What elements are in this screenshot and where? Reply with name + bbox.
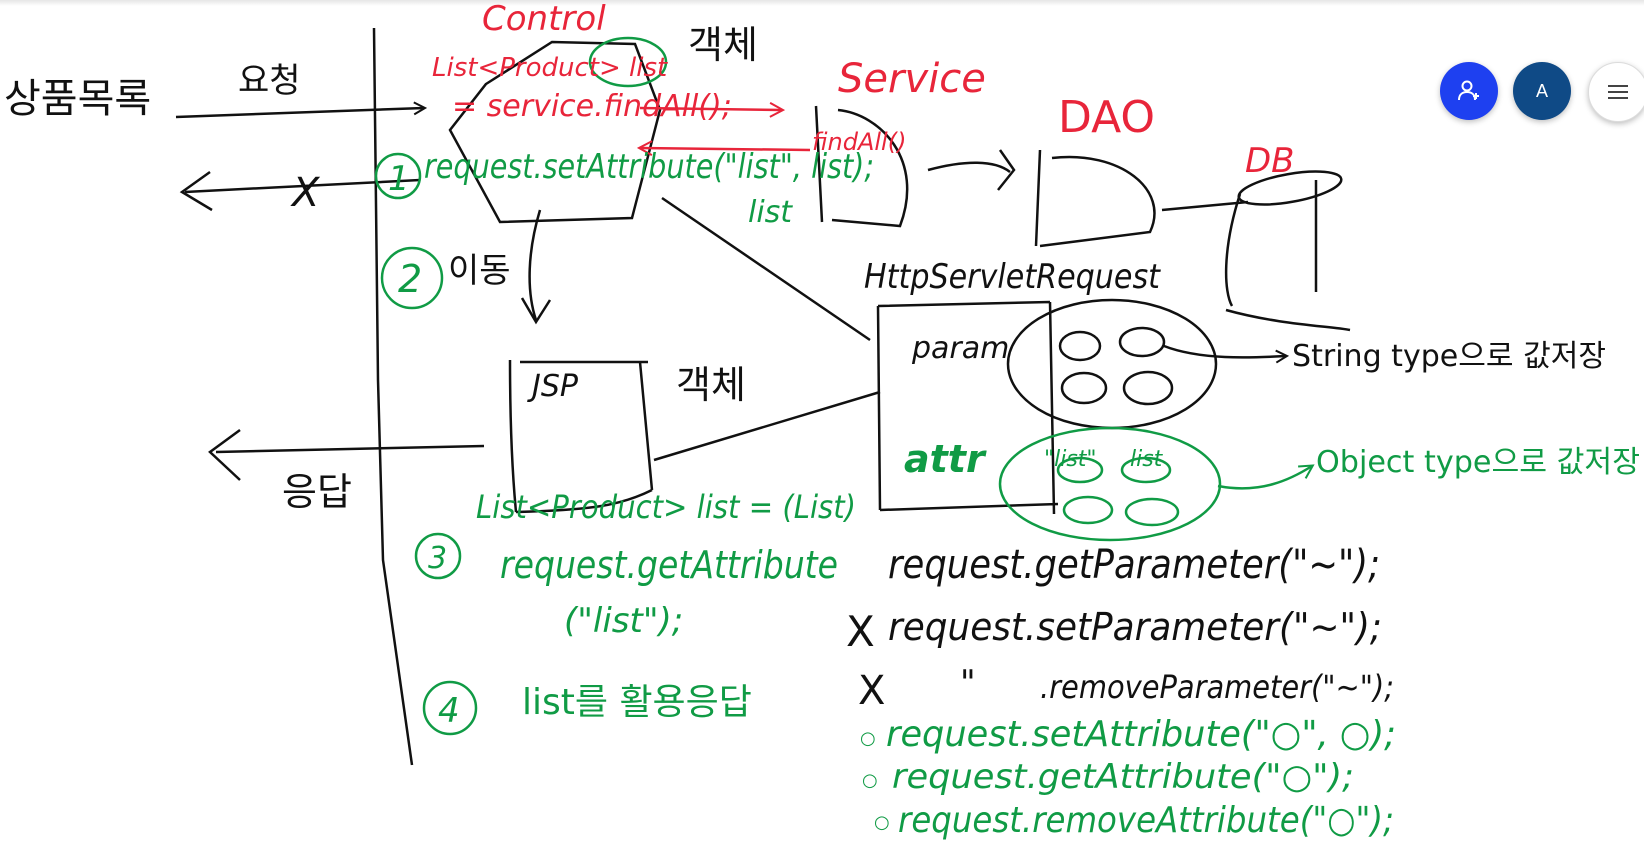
api-remove-parameter: .removeParameter("~"); xyxy=(1040,668,1394,706)
service-method: findAll() xyxy=(812,128,906,156)
control-to-request-line xyxy=(661,196,871,342)
step-2-number: 2 xyxy=(398,257,422,301)
service-title: Service xyxy=(838,56,986,102)
api-get-attribute-bullet: ○ xyxy=(862,770,878,791)
param-item-1b xyxy=(1118,326,1166,358)
api-set-attribute-bullet: ○ xyxy=(860,728,876,749)
api-set-parameter: request.setParameter("~"); xyxy=(888,605,1382,649)
step-4-text: list를 활용응답 xyxy=(522,682,752,723)
attr-label: attr xyxy=(904,437,987,481)
step-3-text-b: request.getAttribute xyxy=(500,543,838,587)
service-shape xyxy=(814,105,909,228)
jsp-box xyxy=(508,359,654,514)
service-list-label: list xyxy=(748,195,793,230)
service-to-dao-arrowhead xyxy=(997,149,1016,191)
api-remove-attribute: request.removeAttribute("○"); xyxy=(898,800,1394,841)
blocked-return-arrowhead xyxy=(179,170,213,212)
api-set-parameter-mark: X xyxy=(846,607,875,656)
param-note-arrow xyxy=(1163,344,1286,357)
step-1-number: 1 xyxy=(388,159,410,199)
dao-to-db-line xyxy=(1161,200,1249,212)
step-3-number: 3 xyxy=(428,541,447,576)
attr-note: Object type으로 값저장 xyxy=(1316,445,1640,480)
control-object-label: 객체 xyxy=(688,23,758,67)
attr-item-1a xyxy=(1056,456,1104,484)
control-title: Control xyxy=(482,0,606,39)
jsp-to-request-line xyxy=(653,390,881,462)
control-object-shape xyxy=(448,40,662,224)
step-1-circle xyxy=(374,152,422,200)
find-all-return-arrow xyxy=(640,148,811,150)
step-3-circle xyxy=(414,532,462,580)
control-to-jsp-arrowhead xyxy=(520,297,552,325)
step-1-text: request.setAttribute("list", list); xyxy=(424,147,874,187)
avatar-initial: A xyxy=(1535,80,1548,101)
dao-shape xyxy=(1034,149,1156,248)
user-avatar-button[interactable]: A xyxy=(1513,62,1571,120)
attr-item-2a xyxy=(1062,495,1114,525)
menu-button[interactable] xyxy=(1588,62,1644,122)
api-get-parameter: request.getParameter("~"); xyxy=(888,542,1380,588)
api-set-attribute: request.setAttribute("○", ○); xyxy=(886,714,1396,755)
param-label: param xyxy=(911,331,1009,366)
top-shadow xyxy=(0,0,1644,6)
product-list-label: 상품목록 xyxy=(4,76,151,122)
step-3-text-c: ("list"); xyxy=(564,601,683,641)
attr-item-2b xyxy=(1124,497,1180,527)
response-label: 응답 xyxy=(282,470,352,514)
control-to-jsp-arrow xyxy=(528,209,542,321)
attr-item-1b xyxy=(1120,456,1172,484)
response-arrowhead xyxy=(208,428,241,481)
jsp-title: JSP xyxy=(527,369,579,404)
blocked-return-arrow xyxy=(184,178,421,194)
step-2-text: 이동 xyxy=(448,251,511,291)
control-line1: List<Product> list xyxy=(432,53,668,83)
step-2-circle xyxy=(380,246,444,310)
api-remove-attribute-bullet: ○ xyxy=(874,812,890,833)
blocked-x-mark: X xyxy=(290,170,321,216)
person-plus-icon xyxy=(1458,80,1479,101)
param-item-1a xyxy=(1058,330,1102,362)
step-4-circle xyxy=(422,680,478,736)
list-highlight-circle xyxy=(588,36,668,88)
db-body xyxy=(1224,180,1351,332)
attr-bubble xyxy=(998,426,1222,542)
request-arrow xyxy=(175,108,424,119)
control-line2: = service.findAll(); xyxy=(452,89,732,124)
find-all-arrow xyxy=(639,108,782,110)
http-request-title: HttpServletRequest xyxy=(864,257,1161,297)
param-bubble xyxy=(1006,298,1218,430)
http-request-box xyxy=(876,300,1059,515)
response-arrow xyxy=(215,444,485,454)
service-to-dao-arrow xyxy=(927,161,1011,174)
param-note: String type으로 값저장 xyxy=(1292,339,1606,374)
attr-note-arrow xyxy=(1217,466,1312,490)
dao-title: DAO xyxy=(1058,92,1155,143)
hamburger-menu-icon xyxy=(1608,85,1628,99)
jsp-object-label: 객체 xyxy=(676,363,746,407)
param-item-2a xyxy=(1060,371,1108,405)
request-label: 요청 xyxy=(238,61,301,101)
client-server-divider xyxy=(372,27,414,766)
api-remove-parameter-mark: X xyxy=(858,668,885,714)
invite-user-button[interactable] xyxy=(1440,62,1498,120)
param-item-2b xyxy=(1122,370,1174,406)
api-ditto-mark: " xyxy=(960,663,976,703)
step-4-number: 4 xyxy=(438,691,460,731)
api-get-attribute: request.getAttribute("○"); xyxy=(892,757,1354,797)
step-3-text-a: List<Product> list = (List) xyxy=(476,488,856,526)
